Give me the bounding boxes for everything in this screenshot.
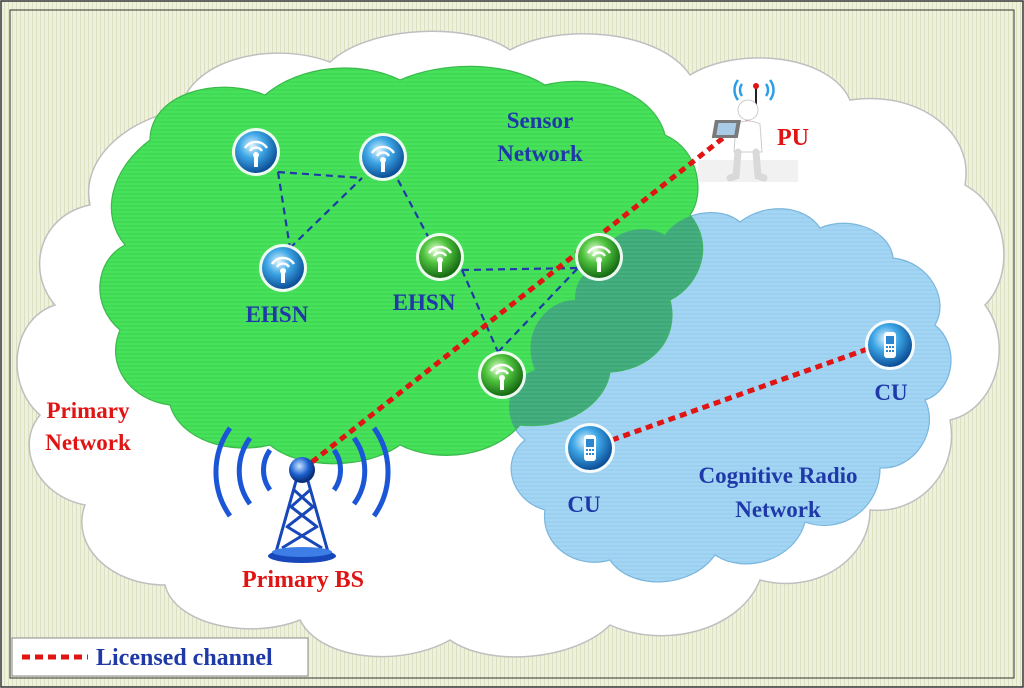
- cu-right-label: CU: [874, 380, 908, 405]
- primary-bs-label: Primary BS: [242, 567, 364, 593]
- cu-phone-icon: [565, 423, 615, 473]
- sensor-network-label-line2: Network: [497, 141, 583, 166]
- sensor-node-green-icon: [575, 233, 623, 281]
- ehsn-left-label: EHSN: [246, 302, 309, 327]
- crn-label-line2: Network: [735, 497, 821, 522]
- licensed-channels: [310, 110, 877, 464]
- primary-network-label-line2: Network: [45, 430, 131, 455]
- sensor-node-icon: [259, 244, 307, 292]
- sensor-node-green-icon: [416, 233, 464, 281]
- sensor-node-green-icon: [478, 351, 526, 399]
- sensor-node-icon: [359, 133, 407, 181]
- sensor-node-icon: [232, 128, 280, 176]
- pu-laptop-person-icon: [698, 79, 798, 182]
- cu-phone-icon: [865, 320, 915, 370]
- primary-network-label-line1: Primary: [46, 398, 130, 423]
- primary-bs-tower-icon: [213, 426, 391, 563]
- cu-left-label: CU: [567, 492, 601, 517]
- ehsn-right-label: EHSN: [393, 290, 456, 315]
- overlap-region: [509, 208, 703, 464]
- crn-label-line1: Cognitive Radio: [698, 463, 857, 488]
- sensor-network-label-line1: Sensor: [507, 108, 573, 133]
- pu-label: PU: [777, 125, 809, 151]
- legend: Licensed channel: [11, 637, 309, 677]
- legend-licensed-channel-label: Licensed channel: [96, 645, 273, 671]
